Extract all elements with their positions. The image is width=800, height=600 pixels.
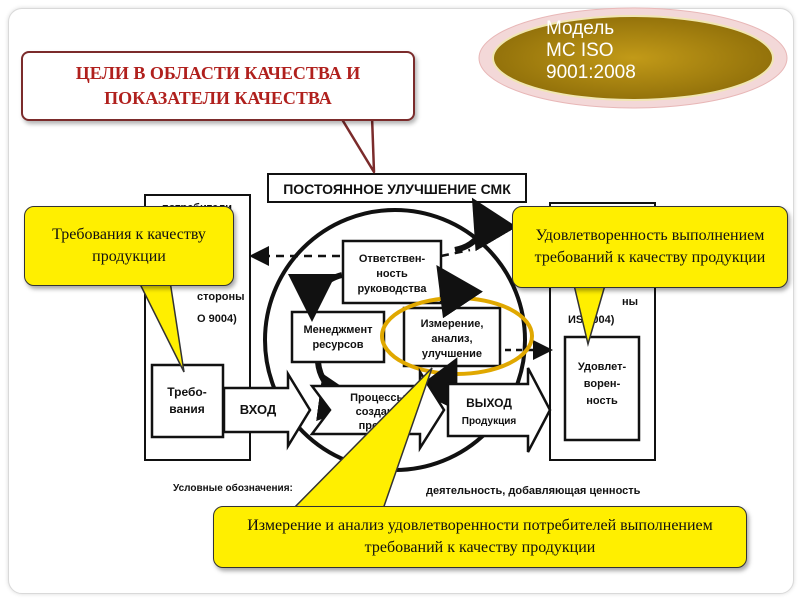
- legend-label: Условные обозначения:: [173, 482, 293, 494]
- requirements-box: Требо- вания: [150, 363, 225, 439]
- satisfaction-line: ворен-: [584, 378, 621, 390]
- responsibility-line: Ответствен-: [359, 253, 426, 265]
- measurement-line: анализ,: [431, 333, 472, 345]
- legend-value: деятельность, добавляющая ценность: [426, 485, 641, 497]
- left-column-fragment: О 9004): [197, 313, 237, 325]
- requirements-line: вания: [169, 402, 205, 416]
- continual-improvement-banner: ПОСТОЯННОЕ УЛУЧШЕНИЕ СМК: [267, 173, 527, 203]
- measurement-line: Измерение,: [421, 318, 484, 330]
- model-badge-title: Модель МС ISO 9001:2008: [546, 18, 706, 84]
- satisfaction-callout-text: Удовлетворенность выполнением требований…: [534, 227, 766, 266]
- measurement-callout: Измерение и анализ удовлетворенности пот…: [213, 506, 747, 568]
- satisfaction-box: Удовлет- ворен- ность: [563, 335, 641, 442]
- right-column-fragment: ны: [622, 296, 638, 308]
- goals-line: ЦЕЛИ В ОБЛАСТИ КАЧЕСТВА И: [75, 62, 361, 83]
- responsibility-line: руководства: [357, 283, 427, 295]
- output-arrow: ВЫХОД Продукция: [446, 367, 552, 453]
- goals-callout-pointer: [338, 114, 376, 174]
- output-label: ВЫХОД: [466, 396, 512, 410]
- cycle-arrow-resp-to-resources: [288, 272, 343, 322]
- resource-management-box: Менеджмент ресурсов: [290, 310, 386, 364]
- goals-line: ПОКАЗАТЕЛИ КАЧЕСТВА: [104, 88, 332, 108]
- badge-line: 9001:2008: [546, 62, 636, 83]
- left-column-fragment: стороны: [197, 291, 245, 303]
- measurement-callout-text: Измерение и анализ удовлетворенности пот…: [247, 517, 713, 556]
- model-badge-shape: [478, 7, 788, 109]
- cycle-arrow-measure-to-resp: [436, 265, 483, 319]
- responsibility-line: ность: [376, 268, 408, 280]
- input-arrow: ВХОД: [222, 369, 312, 451]
- output-product-label: Продукция: [462, 416, 517, 427]
- input-label: ВХОД: [240, 402, 277, 417]
- requirements-callout: Требования к качеству продукции: [24, 206, 234, 286]
- satisfaction-line: Удовлет-: [578, 361, 627, 373]
- measurement-analysis-box: Измерение, анализ, улучшение: [402, 306, 502, 368]
- resources-line: Менеджмент: [303, 324, 373, 336]
- badge-line: Модель: [546, 18, 615, 39]
- resources-line: ресурсов: [312, 339, 363, 351]
- badge-line: МС ISO: [546, 40, 614, 61]
- measurement-line: улучшение: [422, 348, 482, 360]
- requirements-line: Требо-: [167, 385, 206, 399]
- process-line: Процессы: [350, 392, 406, 404]
- dashed-feedback-line-right: [440, 248, 471, 258]
- continual-improvement-label: ПОСТОЯННОЕ УЛУЧШЕНИЕ СМК: [283, 181, 511, 197]
- quality-goals-callout: ЦЕЛИ В ОБЛАСТИ КАЧЕСТВА И ПОКАЗАТЕЛИ КАЧ…: [21, 51, 415, 121]
- satisfaction-line: ность: [586, 395, 618, 407]
- management-responsibility-box: Ответствен- ность руководства: [341, 239, 443, 305]
- improvement-curve-arrow: [454, 197, 517, 253]
- requirements-callout-text: Требования к качеству продукции: [52, 226, 206, 265]
- satisfaction-callout: Удовлетворенность выполнением требований…: [512, 206, 788, 288]
